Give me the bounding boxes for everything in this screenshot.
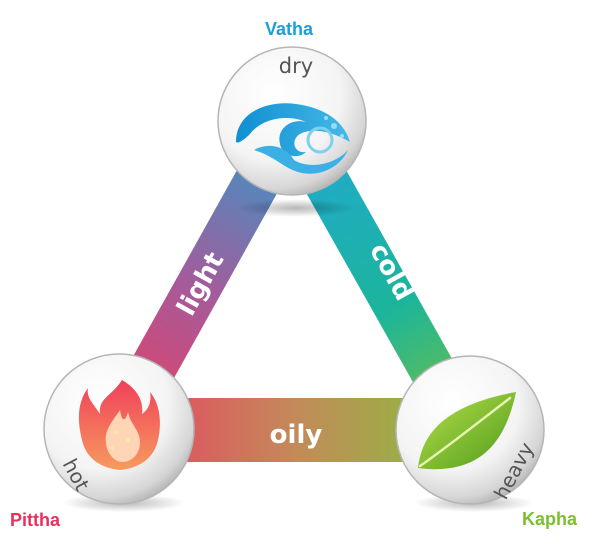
leaf-icon <box>418 392 516 470</box>
edge-label-oily: oily <box>270 420 323 450</box>
wave-icon <box>236 103 350 174</box>
edge-right-bar <box>265 120 492 430</box>
pittha-node: hot <box>43 353 195 512</box>
dosha-name-kapha: Kapha <box>522 509 578 529</box>
dosha-name-vatha: Vatha <box>265 19 314 39</box>
vatha-node: dry <box>217 46 367 217</box>
kapha-node: heavy <box>395 355 545 512</box>
dosha-name-pittha: Pittha <box>10 510 61 530</box>
quality-dry: dry <box>279 54 313 78</box>
flame-icon <box>78 380 160 470</box>
edge-left-bar <box>92 120 318 430</box>
